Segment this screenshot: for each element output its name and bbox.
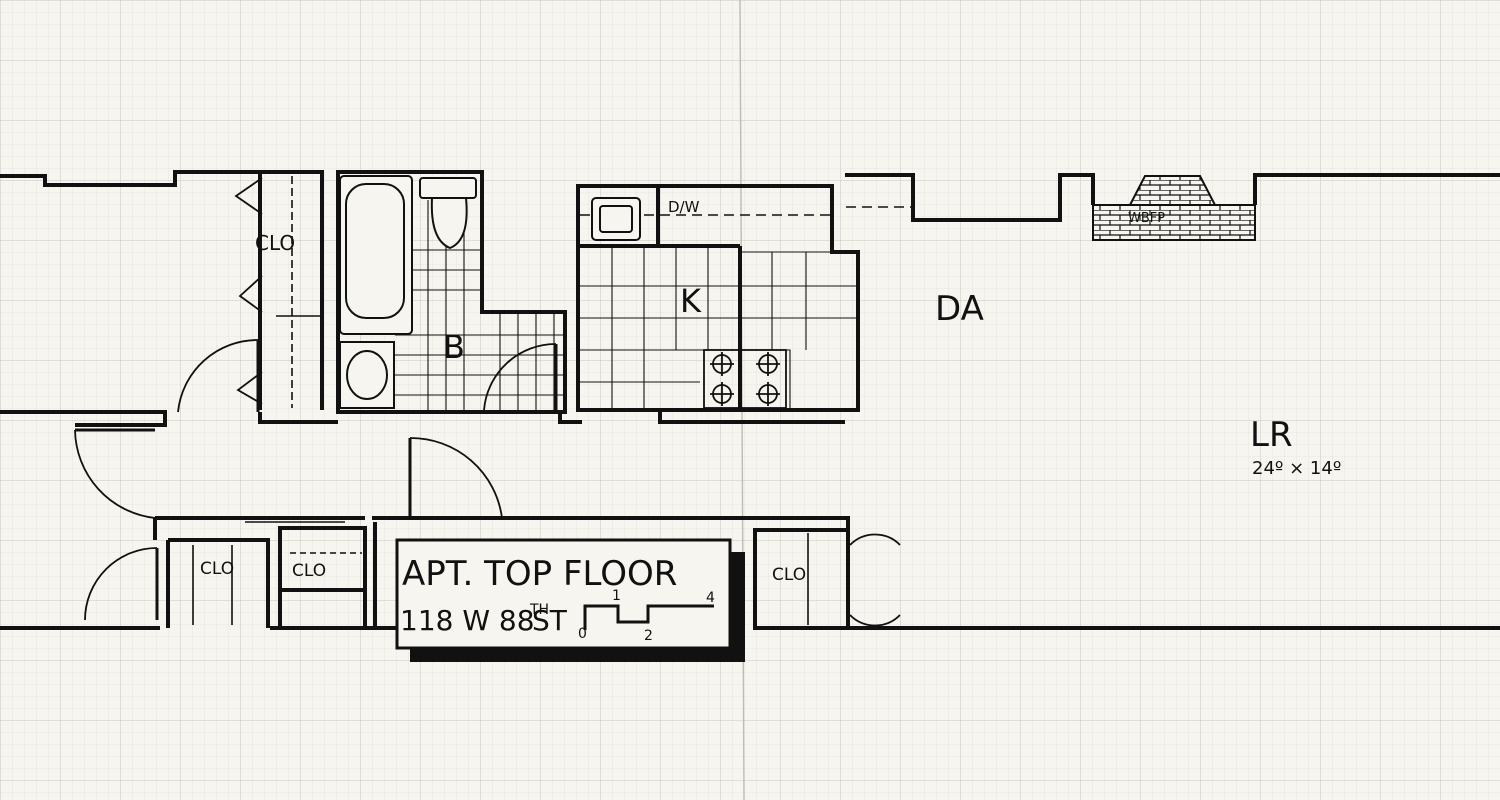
closet-4-label: CLO	[772, 565, 806, 585]
doors	[74, 177, 901, 627]
scale-bar-icon	[583, 604, 714, 630]
closet-1-label: CLO	[255, 231, 295, 255]
sink-icon	[339, 341, 395, 409]
living-room-label: LR	[1250, 415, 1293, 455]
bath-label: B	[443, 328, 465, 366]
title-address-street: ST	[532, 604, 568, 637]
scale-label-2: 2	[644, 628, 653, 644]
scale-label-0: 0	[578, 626, 587, 642]
walls	[0, 170, 1500, 630]
closet-2-label: CLO	[200, 559, 234, 579]
toilet-icon	[419, 177, 477, 250]
scale-label-1: 1	[612, 588, 621, 604]
kitchen-sink-icon	[591, 197, 641, 241]
title-address-suffix: TH	[529, 602, 549, 618]
fireplace-icon	[1092, 175, 1256, 241]
living-room-dims: 24º × 14º	[1252, 458, 1341, 479]
bathroom-floor-tiles	[395, 200, 565, 410]
title-line-1: APT. TOP FLOOR	[402, 554, 677, 594]
fireplace-label: WBFP	[1128, 211, 1165, 226]
dining-area-label: DA	[935, 289, 984, 329]
title-block	[395, 538, 745, 662]
dishwasher-label: D/W	[668, 198, 700, 216]
kitchen-label: K	[680, 282, 702, 320]
scale-label-4: 4	[706, 590, 715, 606]
closet-3-label: CLO	[292, 561, 326, 581]
title-address-number: 118 W 88	[400, 604, 535, 637]
stove-icon	[703, 349, 787, 409]
bathtub-icon	[339, 175, 413, 335]
